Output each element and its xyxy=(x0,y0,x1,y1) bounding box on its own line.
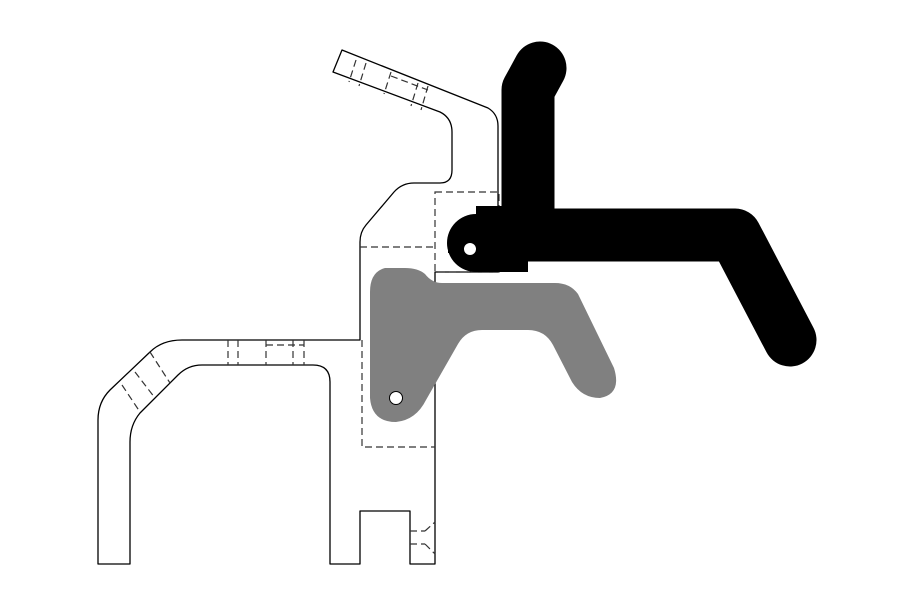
hidden-lines xyxy=(121,59,500,555)
pivot-hole-upper xyxy=(463,242,477,256)
pivot-hole-lower xyxy=(389,391,403,405)
housing-profile xyxy=(97,49,499,565)
gray-lever-arm xyxy=(370,268,617,422)
black-lever-arm xyxy=(447,41,817,367)
